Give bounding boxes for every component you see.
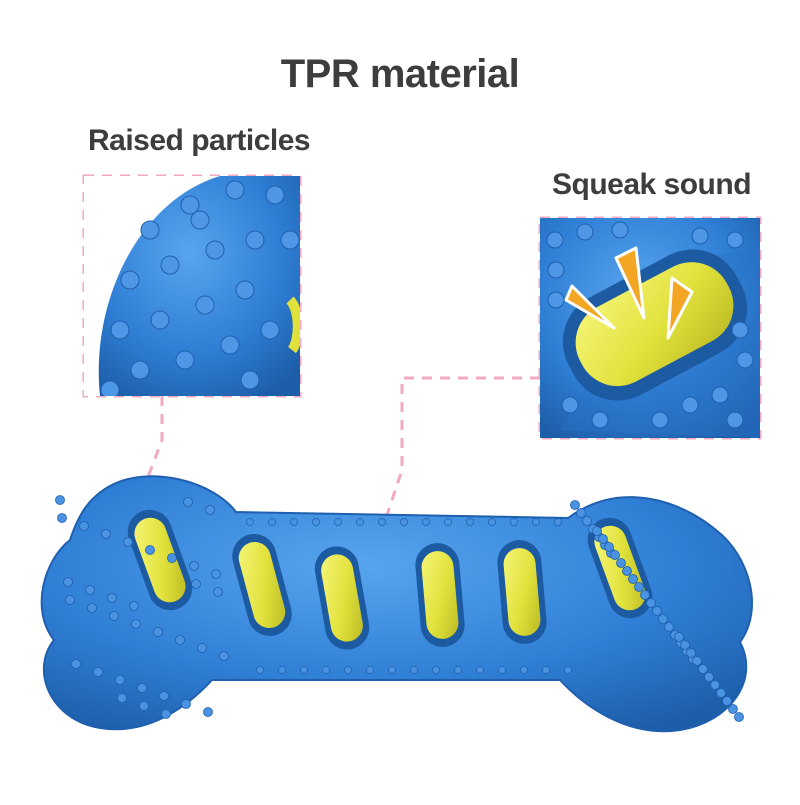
callout-label-squeak-sound: Squeak sound [552, 168, 752, 201]
bone-toy [40, 475, 753, 733]
squeak-icon [564, 246, 694, 340]
zoom-raised-particles [84, 176, 300, 396]
zoom-squeak-sound [540, 218, 760, 438]
callout-label-raised-particles: Raised particles [88, 124, 311, 157]
page-title: TPR material [280, 52, 520, 96]
